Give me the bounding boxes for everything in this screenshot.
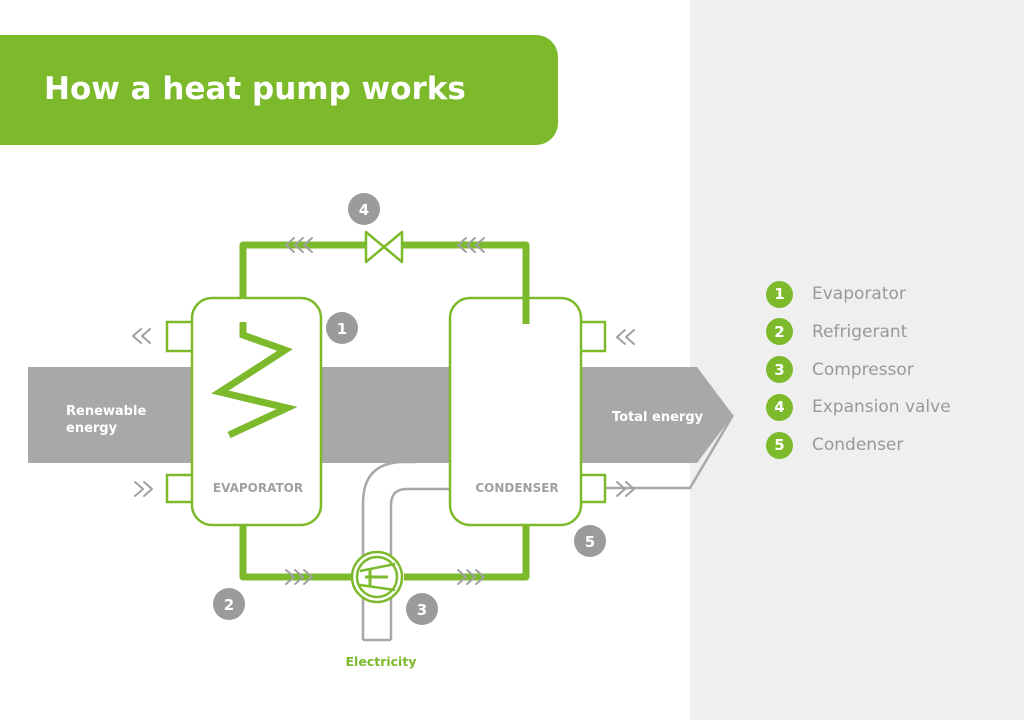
svg-text:3: 3 <box>417 601 427 619</box>
legend-label: Expansion valve <box>812 397 951 418</box>
legend-number-badge: 1 <box>766 280 793 308</box>
legend-label: Evaporator <box>812 284 906 304</box>
renewable-energy-label: Renewable energy <box>66 404 151 436</box>
legend-label: Refrigerant <box>812 321 908 342</box>
legend-number-badge: 3 <box>766 356 793 384</box>
right-panel <box>690 0 1024 720</box>
condenser-label: CONDENSER <box>475 481 558 495</box>
legend-number-badge: 5 <box>766 431 793 459</box>
legend-item-condenser: 5 Condenser <box>766 430 951 460</box>
evaporator-label: EVAPORATOR <box>213 481 303 495</box>
flow-chevrons <box>132 237 635 585</box>
evaporator-left-pipes <box>165 320 193 504</box>
electricity-label: Electricity <box>346 654 417 669</box>
compressor-icon <box>350 550 404 604</box>
evaporator-unit[interactable] <box>165 296 323 527</box>
legend-number-badge: 2 <box>766 318 793 346</box>
legend-item-evaporator: 1 Evaporator <box>766 279 951 309</box>
legend-number-badge: 4 <box>766 393 793 421</box>
electricity-pipe <box>361 460 455 640</box>
diagram-marker-2: 2 <box>213 588 245 620</box>
legend-item-expansion-valve: 4 Expansion valve <box>766 392 951 422</box>
diagram-marker-3: 3 <box>406 593 438 625</box>
total-energy-label: Total energy <box>612 410 704 425</box>
diagram-marker-1: 1 <box>326 312 358 344</box>
condenser-unit[interactable] <box>448 296 607 527</box>
legend-label: Condenser <box>812 435 904 456</box>
title-banner <box>0 35 558 145</box>
svg-text:4: 4 <box>359 201 369 219</box>
svg-text:1: 1 <box>337 320 347 338</box>
legend-item-compressor: 3 Compressor <box>766 355 951 385</box>
page-title: How a heat pump works <box>44 71 466 107</box>
expansion-valve-icon <box>364 230 404 264</box>
svg-text:2: 2 <box>224 596 234 614</box>
legend-item-refrigerant: 2 Refrigerant <box>766 317 951 347</box>
diagram-marker-5: 5 <box>574 525 606 557</box>
diagram-marker-4: 4 <box>348 193 380 225</box>
svg-text:5: 5 <box>585 533 595 551</box>
evaporator-coil <box>211 322 298 439</box>
condenser-right-pipes <box>580 320 607 504</box>
legend: 1 Evaporator 2 Refrigerant 3 Compressor … <box>766 279 951 468</box>
condenser-output-lines <box>585 414 735 490</box>
legend-label: Compressor <box>812 359 914 380</box>
